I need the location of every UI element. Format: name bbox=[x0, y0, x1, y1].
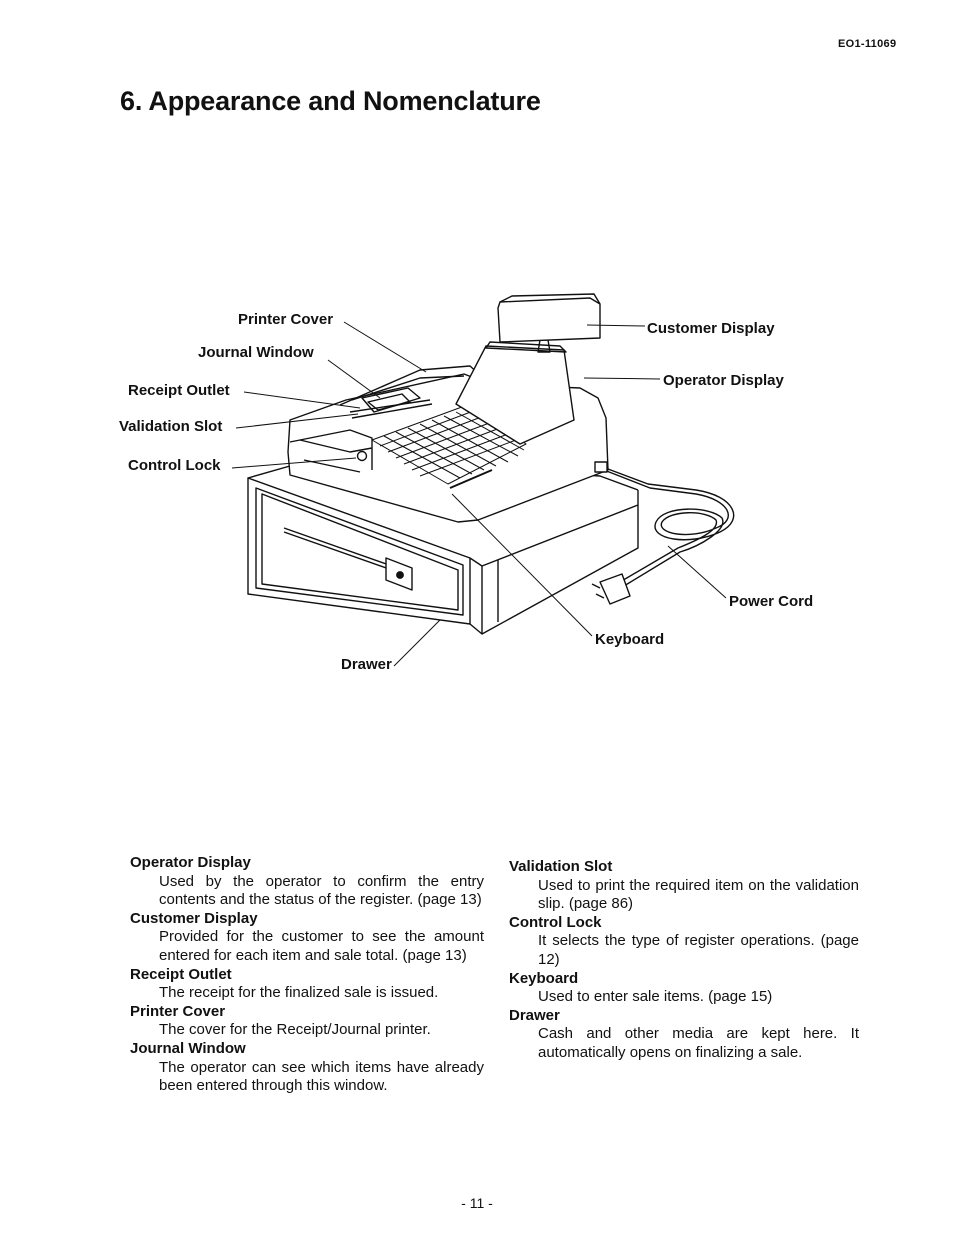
register-base bbox=[247, 457, 639, 635]
definition-journal-window: The operator can see which items have al… bbox=[159, 1058, 484, 1095]
descriptions-left-column: Operator Display Used by the operator to… bbox=[130, 854, 484, 1096]
term-journal-window: Journal Window bbox=[130, 1039, 246, 1057]
callout-keyboard: Keyboard bbox=[595, 631, 665, 648]
definition-customer-display: Provided for the customer to see the amo… bbox=[159, 928, 484, 964]
term-operator-display: Operator Display bbox=[130, 854, 251, 871]
term-customer-display: Customer Display bbox=[130, 909, 258, 927]
callout-power-cord: Power Cord bbox=[729, 593, 814, 610]
callout-operator-display: Operator Display bbox=[663, 372, 784, 389]
term-control-lock: Control Lock bbox=[509, 913, 602, 931]
term-receipt-outlet: Receipt Outlet bbox=[130, 965, 232, 983]
callout-validation-slot: Validation Slot bbox=[119, 418, 223, 435]
term-validation-slot: Validation Slot bbox=[509, 858, 613, 875]
callout-journal-window: Journal Window bbox=[198, 344, 314, 361]
definition-validation-slot: Used to print the required item on the v… bbox=[538, 876, 859, 913]
term-drawer: Drawer bbox=[509, 1006, 560, 1024]
power-cord-illustration bbox=[591, 461, 735, 605]
callout-control-lock: Control Lock bbox=[128, 457, 221, 474]
document-code: EO1-11069 bbox=[838, 38, 897, 50]
descriptions-right-column: Validation Slot Used to print the requir… bbox=[509, 858, 859, 1063]
callout-receipt-outlet: Receipt Outlet bbox=[128, 382, 230, 399]
callout-printer-cover: Printer Cover bbox=[238, 311, 334, 328]
page-title: 6. Appearance and Nomenclature bbox=[120, 86, 541, 116]
definition-control-lock: It selects the type of register operatio… bbox=[538, 932, 859, 968]
register-body bbox=[287, 293, 609, 523]
page-number: - 11 - bbox=[461, 1195, 493, 1211]
definition-receipt-outlet: The receipt for the finalized sale is is… bbox=[159, 984, 439, 1002]
cash-register-illustration bbox=[231, 293, 735, 667]
drawer-illustration bbox=[247, 477, 471, 625]
definition-operator-display: Used by the operator to confirm the entr… bbox=[159, 872, 484, 909]
definition-keyboard: Used to enter sale items. (page 15) bbox=[538, 988, 773, 1006]
callout-leader-lines bbox=[231, 321, 727, 667]
definition-printer-cover: The cover for the Receipt/Journal printe… bbox=[159, 1021, 431, 1039]
callout-drawer: Drawer bbox=[341, 656, 392, 673]
term-printer-cover: Printer Cover bbox=[130, 1002, 226, 1020]
term-keyboard: Keyboard bbox=[509, 969, 579, 987]
definition-drawer: Cash and other media are kept here. It a… bbox=[538, 1025, 859, 1061]
callout-customer-display: Customer Display bbox=[647, 320, 775, 337]
